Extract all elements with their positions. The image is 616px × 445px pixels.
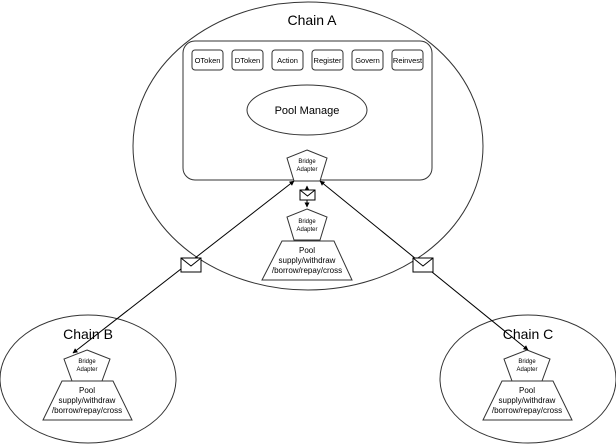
pool-b-line2: supply/withdraw (59, 396, 116, 405)
chain-b-title: Chain B (63, 326, 113, 342)
pool-manage-ellipse (246, 84, 368, 136)
chain-b: Chain B Bridge Adapter Pool supply/withd… (0, 314, 177, 444)
module-reinvest: Reinvest (391, 49, 424, 71)
module-dtoken-label: DToken (235, 56, 260, 65)
chain-c-title: Chain C (503, 326, 554, 342)
module-register: Register (311, 49, 344, 71)
pool-manage-label: Pool Manage (275, 105, 340, 117)
pool-b-line3: /borrow/repay/cross (52, 406, 122, 415)
bridge-adapter-b-line1: Bridge (78, 359, 96, 365)
envelope-icon (299, 189, 316, 201)
envelope-icon (180, 257, 202, 273)
bridge-adapter-c-line2: Adapter (516, 367, 537, 373)
envelope-icon (412, 257, 434, 273)
module-govern: Govern (351, 49, 384, 71)
chain-a: Chain A OToken DToken Action Register Go… (132, 1, 484, 291)
pool-manage: Pool Manage (246, 84, 368, 136)
pool-a-line3: /borrow/repay/cross (272, 266, 342, 275)
module-register-label: Register (314, 56, 342, 65)
bridge-adapter-a-inner-line1: Bridge (298, 219, 316, 225)
module-reinvest-label: Reinvest (393, 56, 423, 65)
module-dtoken: DToken (231, 49, 264, 71)
module-otoken-label: OToken (195, 56, 221, 65)
pool-c: Pool supply/withdraw /borrow/repay/cross (482, 380, 573, 421)
bridge-adapter-a-inner-line2: Adapter (296, 227, 317, 233)
chain-a-title: Chain A (287, 12, 337, 28)
module-action-label: Action (277, 56, 298, 65)
module-otoken: OToken (191, 49, 224, 71)
bridge-adapter-c-line1: Bridge (518, 359, 536, 365)
chain-c: Chain C Bridge Adapter Pool supply/withd… (439, 314, 616, 444)
bridge-adapter-a-outer-line1: Bridge (298, 159, 316, 165)
pool-a-line1: Pool (299, 246, 315, 255)
pool-b-line1: Pool (79, 386, 95, 395)
pool-b: Pool supply/withdraw /borrow/repay/cross (42, 380, 133, 421)
module-govern-label: Govern (355, 56, 380, 65)
bridge-adapter-a-outer-line2: Adapter (296, 167, 317, 173)
bridge-adapter-b-line2: Adapter (76, 367, 97, 373)
pool-c-line1: Pool (519, 386, 535, 395)
module-action: Action (271, 49, 304, 71)
bridge-adapter-a-outer: Bridge Adapter (286, 149, 328, 182)
pool-a-line2: supply/withdraw (279, 256, 336, 265)
pool-c-line2: supply/withdraw (499, 396, 556, 405)
pool-c-line3: /borrow/repay/cross (492, 406, 562, 415)
